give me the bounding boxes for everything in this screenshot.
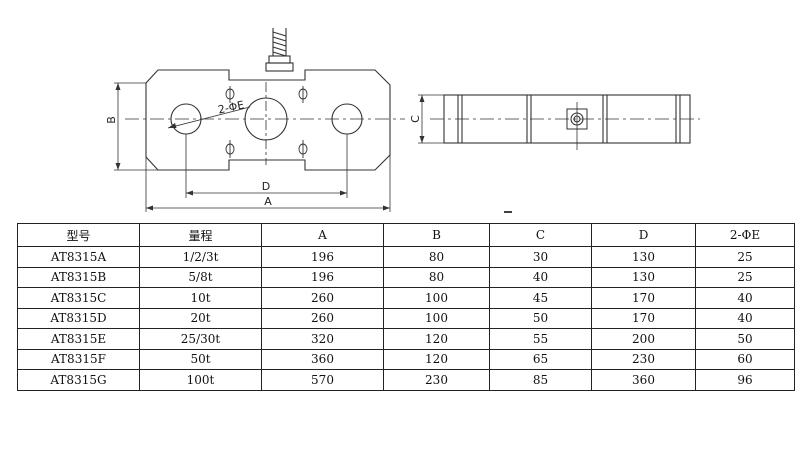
cell: AT8315B [17, 266, 140, 288]
cell: 10t [139, 287, 262, 309]
cell: 60 [695, 348, 795, 370]
cell: 40 [695, 307, 795, 329]
dimension-label-hole: 2-ΦE [217, 98, 246, 116]
cell: AT8315E [17, 328, 140, 350]
cell: AT8315F [17, 348, 140, 370]
cell: AT8315G [17, 369, 140, 391]
technical-drawing: B 2-ΦE D A C [105, 28, 700, 213]
cell: 196 [261, 246, 384, 268]
cell: 130 [591, 266, 696, 288]
cell: 200 [591, 328, 696, 350]
table-row: AT8315E 25/30t 320 120 55 200 50 [17, 328, 795, 350]
cell: 120 [383, 348, 490, 370]
cell: 170 [591, 307, 696, 329]
dimension-label-d: D [262, 180, 270, 193]
header-capacity: 量程 [139, 223, 262, 247]
header-d: D [591, 223, 696, 247]
header-model: 型号 [17, 223, 140, 247]
cell: 260 [261, 307, 384, 329]
cell: AT8315A [17, 246, 140, 268]
cell: 570 [261, 369, 384, 391]
cell: 50 [489, 307, 592, 329]
cell: 40 [695, 287, 795, 309]
cell: 30 [489, 246, 592, 268]
sensor-top-view-outline [145, 69, 391, 171]
table-row: AT8315C 10t 260 100 45 170 40 [17, 287, 795, 309]
cell: 5/8t [139, 266, 262, 288]
table-row: AT8315A 1/2/3t 196 80 30 130 25 [17, 246, 795, 268]
cell: 130 [591, 246, 696, 268]
spec-table: 型号 量程 A B C D 2-ΦE AT8315A 1/2/3t 196 80… [17, 223, 795, 391]
cell: 40 [489, 266, 592, 288]
dimension-label-c: C [409, 115, 422, 123]
table-row: AT8315F 50t 360 120 65 230 60 [17, 348, 795, 370]
sensor-side-view [430, 94, 700, 150]
cell: AT8315C [17, 287, 140, 309]
table-header-row: 型号 量程 A B C D 2-ΦE [17, 223, 795, 247]
cell: 85 [489, 369, 592, 391]
header-b: B [383, 223, 490, 247]
cell: 25 [695, 266, 795, 288]
dimension-label-b: B [105, 116, 118, 124]
cell: 196 [261, 266, 384, 288]
cell: 360 [591, 369, 696, 391]
table-row: AT8315D 20t 260 100 50 170 40 [17, 307, 795, 329]
cell: 96 [695, 369, 795, 391]
cell: 120 [383, 328, 490, 350]
cell: 170 [591, 287, 696, 309]
cell: 230 [383, 369, 490, 391]
dimension-label-a: A [264, 195, 272, 208]
cell: 25 [695, 246, 795, 268]
header-hole: 2-ΦE [695, 223, 795, 247]
cell: AT8315D [17, 307, 140, 329]
cell: 20t [139, 307, 262, 329]
cell: 55 [489, 328, 592, 350]
cell: 1/2/3t [139, 246, 262, 268]
cell: 360 [261, 348, 384, 370]
table-row: AT8315G 100t 570 230 85 360 96 [17, 369, 795, 391]
cell: 100 [383, 287, 490, 309]
cell: 100t [139, 369, 262, 391]
cell: 100 [383, 307, 490, 329]
cell: 50 [695, 328, 795, 350]
cell: 50t [139, 348, 262, 370]
header-c: C [489, 223, 592, 247]
cable-icon [265, 28, 294, 72]
cell: 260 [261, 287, 384, 309]
cell: 320 [261, 328, 384, 350]
cell: 80 [383, 246, 490, 268]
cell: 230 [591, 348, 696, 370]
cell: 25/30t [139, 328, 262, 350]
cell: 80 [383, 266, 490, 288]
cell: 45 [489, 287, 592, 309]
cell: 65 [489, 348, 592, 370]
header-a: A [261, 223, 384, 247]
table-row: AT8315B 5/8t 196 80 40 130 25 [17, 266, 795, 288]
